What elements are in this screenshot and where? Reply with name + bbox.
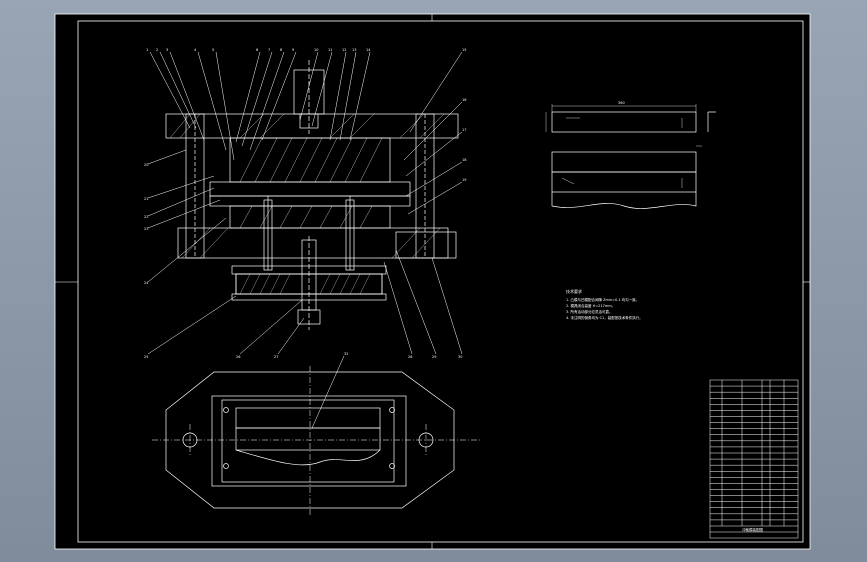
- sheet-background: [54, 13, 811, 550]
- part-number: 22: [144, 215, 148, 219]
- part-number: 5: [212, 48, 214, 52]
- part-number: 16: [462, 98, 466, 102]
- notes-line: 2. 模具闭合高度 H=217mm。: [566, 303, 615, 308]
- part-number: 29: [432, 355, 436, 359]
- notes-title: 技术要求: [566, 288, 582, 294]
- part-number: 8: [280, 48, 282, 52]
- part-number: 24: [144, 281, 149, 285]
- notes-line: 4. 未注明的倒角均为 C1，装配按技术条件执行。: [566, 315, 643, 320]
- part-number: 21: [144, 197, 148, 201]
- centering-marks: [55, 14, 810, 549]
- dimension-label: 360: [618, 101, 625, 105]
- part-number: 2: [156, 48, 158, 52]
- part-number: 25: [144, 355, 148, 359]
- part-number: 32: [344, 352, 348, 356]
- notes-line: 1. 凸模与凹模配合间隙 Zmin=0.1 均匀一致。: [566, 297, 639, 302]
- notes-line: 3. 所有活动部分应灵活可靠。: [566, 309, 612, 314]
- title-block: 冲裁模装配图: [709, 379, 799, 539]
- part-number: 23: [144, 227, 148, 231]
- part-number: 19: [462, 178, 466, 182]
- section-view: 1 2 3 4 5 6 7 8 9 10 11 12 13 14 15 16 1…: [144, 48, 466, 359]
- part-number: 7: [268, 48, 270, 52]
- part-view: 360: [545, 101, 716, 209]
- part-number: 26: [236, 355, 240, 359]
- part-number: 15: [462, 48, 466, 52]
- sheet-border: [77, 20, 804, 543]
- part-number: 10: [314, 48, 318, 52]
- part-number: 6: [256, 48, 258, 52]
- part-number: 27: [274, 355, 278, 359]
- part-number: 14: [366, 48, 371, 52]
- part-number: 13: [352, 48, 356, 52]
- drawing-name: 冲裁模装配图: [742, 527, 763, 532]
- part-number: 11: [328, 48, 332, 52]
- part-number: 1: [146, 48, 148, 52]
- plan-view: 32: [152, 352, 482, 516]
- part-number: 30: [458, 355, 462, 359]
- part-number: 12: [342, 48, 346, 52]
- part-number: 9: [292, 48, 294, 52]
- technical-notes: 技术要求 1. 凸模与凹模配合间隙 Zmin=0.1 均匀一致。 2. 模具闭合…: [566, 288, 643, 320]
- part-number: 28: [408, 355, 412, 359]
- part-number: 17: [462, 128, 466, 132]
- part-number: 3: [166, 48, 168, 52]
- part-number: 20: [144, 163, 148, 167]
- part-number: 4: [194, 48, 197, 52]
- part-number: 18: [462, 158, 466, 162]
